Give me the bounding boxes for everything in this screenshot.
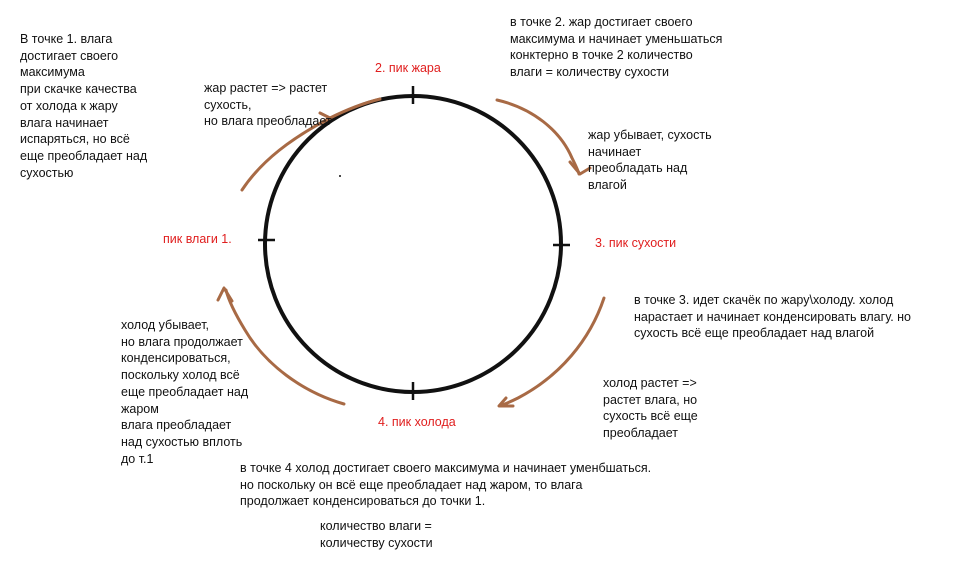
note-line: нарастает и начинает конденсировать влаг… <box>634 309 911 324</box>
note-line: испаряться, но всё <box>20 132 130 147</box>
note-line: при скачке качества <box>20 82 137 97</box>
point-3-label: 3. пик сухости <box>595 236 677 250</box>
note-line: влагой <box>588 178 627 193</box>
note-line: но поскольку он всё еще преобладает над … <box>240 477 583 492</box>
note-line: максимума и начинает уменьшаться <box>510 31 723 46</box>
note-line: В точке 1. влага <box>20 32 113 46</box>
point-1-label: пик влаги 1. <box>163 232 232 246</box>
note-line: в точке 2. жар достигает своего <box>510 15 693 29</box>
note-cold-falls: холод убывает, но влага продолжает конде… <box>121 317 248 467</box>
note-line: жар растет => растет <box>204 81 328 95</box>
note-line: холод растет => <box>603 376 697 390</box>
note-line: преобладать над <box>588 161 688 176</box>
note-line: но влага продолжает <box>121 334 243 349</box>
note-line: поскольку холод всё <box>121 368 240 383</box>
note-line: начинает <box>588 144 642 159</box>
note-line: в точке 4 холод достигает своего максиму… <box>240 461 652 475</box>
point-2-label: 2. пик жара <box>375 61 441 75</box>
note-point-1: В точке 1. влага достигает своего максим… <box>20 31 147 181</box>
note-line: холод убывает, <box>121 318 210 332</box>
note-line: еще преобладает над <box>121 384 249 399</box>
note-line: конденсироваться, <box>121 351 231 366</box>
note-point-4: в точке 4 холод достигает своего максиму… <box>240 460 651 510</box>
note-line: сухостью <box>20 165 74 180</box>
note-line: жаром <box>121 401 159 416</box>
note-point-3: в точке 3. идет скачёк по жару\холоду. х… <box>634 292 911 342</box>
arrow-3-to-4 <box>498 296 606 408</box>
note-line: конктерно в точке 2 количество <box>510 48 693 63</box>
stray-dot <box>339 175 341 177</box>
note-equality: количество влаги = количеству сухости <box>320 518 433 551</box>
note-line: от холода к жару <box>20 98 118 113</box>
arrow-4-to-1 <box>224 288 346 406</box>
note-line: влаги = количеству сухости <box>510 65 669 80</box>
note-line: но влага преобладает <box>204 114 332 129</box>
note-line: сухость всё еще <box>603 409 698 424</box>
note-line: количеству сухости <box>320 535 433 550</box>
note-line: до т.1 <box>121 451 154 466</box>
point-4-label: 4. пик холода <box>378 415 456 429</box>
note-line: еще преобладает над <box>20 148 148 163</box>
note-line: достигает своего <box>20 48 119 63</box>
note-line: максимума <box>20 65 85 80</box>
note-cold-rises: холод растет => растет влага, но сухость… <box>603 375 698 442</box>
note-line: продолжает конденсироваться до точки 1. <box>240 494 486 509</box>
note-line: над сухостью вплоть <box>121 434 243 449</box>
note-line: влага преобладает <box>121 418 232 433</box>
note-line: сухость, <box>204 97 252 112</box>
note-line: в точке 3. идет скачёк по жару\холоду. х… <box>634 293 894 307</box>
note-line: количество влаги = <box>320 519 432 533</box>
arrow-1-to-2-head <box>318 111 332 126</box>
note-line: влага начинает <box>20 115 109 130</box>
arrow-3-to-4-head <box>497 396 515 408</box>
note-heat-rises: жар растет => растет сухость, но влага п… <box>204 80 332 130</box>
note-heat-falls: жар убывает, сухость начинает преобладат… <box>588 127 712 194</box>
note-line: сухость всё еще преобладает над влагой <box>634 326 875 341</box>
note-line: растет влага, но <box>603 392 698 407</box>
note-line: жар убывает, сухость <box>588 128 712 142</box>
arrow-2-to-3-head <box>568 160 592 176</box>
cycle-circle <box>263 94 563 394</box>
note-point-2: в точке 2. жар достигает своего максимум… <box>510 14 722 81</box>
note-line: преобладает <box>603 426 678 441</box>
arrow-4-to-1-head <box>216 286 234 303</box>
